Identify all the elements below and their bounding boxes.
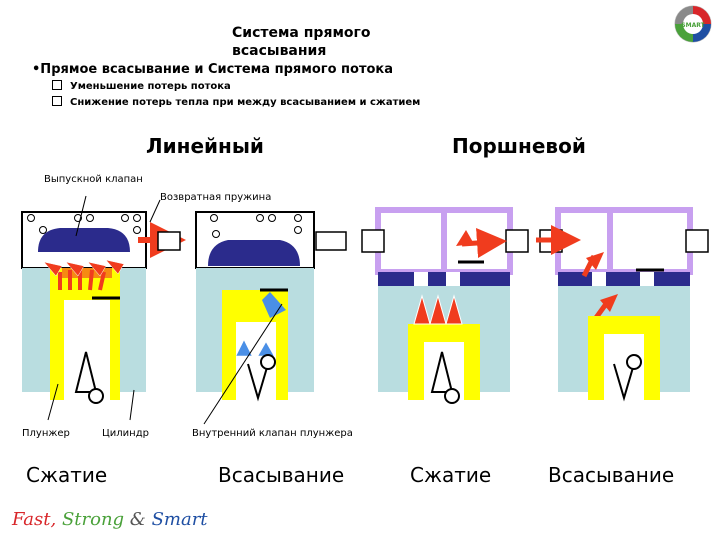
heading-piston: Поршневой [452, 134, 586, 158]
checkbox-icon [52, 96, 62, 106]
phase-compression-linear: Сжатие [26, 463, 108, 487]
label-discharge-valve: Выпускной клапан [44, 174, 143, 185]
linear-compression-unit [21, 211, 186, 404]
sub-point-2: Снижение потерь тепла при между всасыван… [52, 96, 420, 108]
sub-point-1: Уменьшение потерь потока [52, 80, 231, 92]
main-bullet: •Прямое всасывание и Система прямого пот… [32, 62, 394, 77]
logo-text: SMART [681, 22, 705, 29]
piston-suction-unit [536, 207, 709, 402]
label-return-spring: Возвратная пружина [160, 192, 272, 203]
label-cylinder: Цилиндр [102, 428, 149, 439]
checkbox-icon [52, 80, 62, 90]
label-plunger: Плунжер [22, 428, 70, 439]
page-title: Система прямого всасывания [232, 25, 371, 59]
smart-logo: SMART [674, 5, 712, 43]
piston-compression-unit [361, 207, 529, 404]
phase-suction-linear: Всасывание [218, 463, 345, 487]
valve-plate [378, 272, 510, 286]
linear-suction-unit [195, 211, 347, 402]
phase-compression-piston: Сжатие [410, 463, 492, 487]
discharge-valve [38, 228, 130, 252]
label-inner-valve: Внутренний клапан плунжера [192, 428, 353, 439]
discharge-valve [208, 240, 300, 266]
heading-linear: Линейный [146, 134, 264, 158]
phase-suction-piston: Всасывание [548, 463, 675, 487]
brand-slogan: Fast, Strong & Smart [12, 509, 208, 530]
